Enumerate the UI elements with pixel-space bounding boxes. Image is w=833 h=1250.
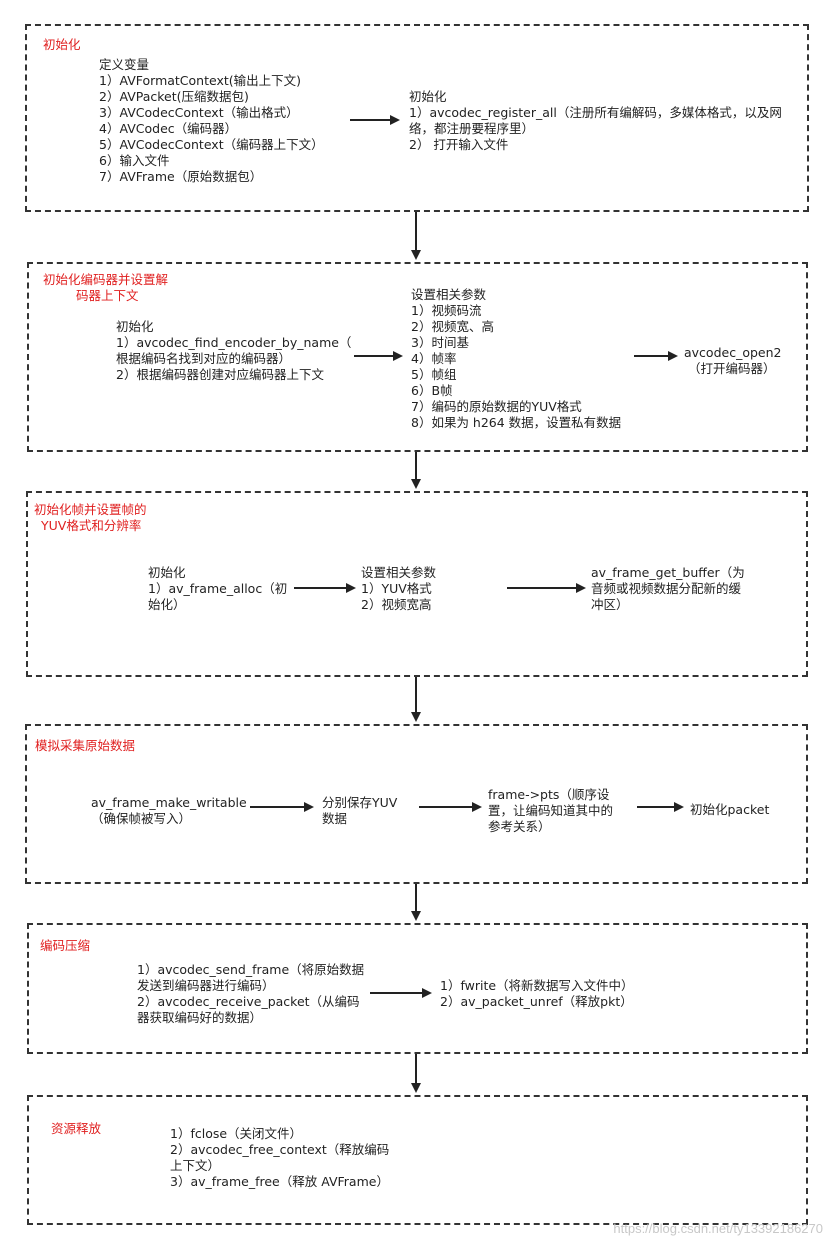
text-line: 上下文）	[170, 1158, 221, 1173]
text-line: 2）avcodec_receive_packet（从编码	[137, 994, 360, 1009]
text-line: 分别保存YUV	[322, 795, 398, 810]
init-register-block: 初始化 1）avcodec_register_all（注册所有编解码，多媒体格式…	[409, 89, 782, 153]
text-line: 数据	[322, 811, 348, 826]
text-line: 2）av_packet_unref（释放pkt）	[440, 994, 633, 1009]
text-line: 参考关系）	[488, 819, 551, 834]
text-line: 6）输入文件	[99, 153, 170, 168]
text-line: 1）视频码流	[411, 303, 482, 318]
send-receive-block: 1）avcodec_send_frame（将原始数据 发送到编码器进行编码） 2…	[137, 962, 364, 1026]
find-encoder-block: 初始化 1）avcodec_find_encoder_by_name（ 根据编码…	[116, 319, 351, 383]
text-line: avcodec_open2	[684, 345, 782, 360]
text-line: 8）如果为 h264 数据，设置私有数据	[411, 415, 622, 430]
text-line: 2）视频宽、高	[411, 319, 494, 334]
section-frame-box	[26, 491, 808, 677]
text-line: 设置相关参数	[411, 287, 487, 302]
title-line: 编码压缩	[40, 938, 91, 953]
text-line: 1）fwrite（将新数据写入文件中）	[440, 978, 634, 993]
text-line: av_frame_get_buffer（为	[591, 565, 745, 580]
section-encoder-box	[27, 262, 808, 452]
text-line: 发送到编码器进行编码）	[137, 978, 275, 993]
text-line: 器获取编码好的数据）	[137, 1010, 263, 1025]
write-file-block: 1）fwrite（将新数据写入文件中） 2）av_packet_unref（释放…	[440, 978, 634, 1010]
text-line: （打开编码器）	[688, 361, 776, 376]
text-line: 2）视频宽高	[361, 597, 432, 612]
frame-params-block: 设置相关参数 1）YUV格式 2）视频宽高	[361, 565, 436, 613]
text-line: 置，让编码知道其中的	[488, 803, 614, 818]
text-line: 初始化	[116, 319, 154, 334]
frame-alloc-block: 初始化 1）av_frame_alloc（初 始化）	[148, 565, 287, 613]
text-line: 初始化	[148, 565, 186, 580]
text-line: 冲区）	[591, 597, 629, 612]
text-line: frame->pts（顺序设	[488, 787, 610, 802]
make-writable-block: av_frame_make_writable （确保帧被写入）	[91, 795, 247, 827]
text-line: 1）fclose（关闭文件）	[170, 1126, 303, 1141]
section-release-box	[27, 1095, 808, 1225]
text-line: 音频或视频数据分配新的缓	[591, 581, 742, 596]
open-encoder-block: avcodec_open2 （打开编码器）	[684, 345, 781, 377]
section-frame-title: 初始化帧并设置帧的 YUV格式和分辨率	[34, 502, 147, 534]
text-line: 6）B帧	[411, 383, 453, 398]
text-line: 7）编码的原始数据的YUV格式	[411, 399, 582, 414]
release-block: 1）fclose（关闭文件） 2）avcodec_free_context（释放…	[170, 1126, 389, 1190]
title-line: 初始化	[43, 37, 81, 52]
section-init-title: 初始化	[43, 37, 81, 53]
text-line: 1）AVFormatContext(输出上下文)	[99, 73, 302, 88]
text-line: 根据编码名找到对应的编码器）	[116, 351, 292, 366]
text-line: 1）avcodec_register_all（注册所有编解码，多媒体格式，以及网	[409, 105, 782, 120]
text-line: 始化）	[148, 597, 186, 612]
text-line: 5）帧组	[411, 367, 457, 382]
text-line: 初始化packet	[690, 802, 770, 817]
text-line: （确保帧被写入）	[91, 811, 192, 826]
save-yuv-block: 分别保存YUV 数据	[322, 795, 397, 827]
text-line: av_frame_make_writable	[91, 795, 247, 810]
text-line: 1）av_frame_alloc（初	[148, 581, 288, 596]
text-line: 3）av_frame_free（释放 AVFrame）	[170, 1174, 389, 1189]
text-line: 2）根据编码器创建对应编码器上下文	[116, 367, 324, 382]
title-line: 资源释放	[51, 1121, 102, 1136]
text-line: 2） 打开输入文件	[409, 137, 509, 152]
section-capture-title: 模拟采集原始数据	[35, 738, 135, 754]
section-encode-box	[27, 923, 808, 1054]
section-release-title: 资源释放	[51, 1121, 101, 1137]
text-line: 3）时间基	[411, 335, 469, 350]
text-line: 1）YUV格式	[361, 581, 432, 596]
title-line: 模拟采集原始数据	[35, 738, 136, 753]
text-line: 设置相关参数	[361, 565, 437, 580]
text-line: 1）avcodec_find_encoder_by_name（	[116, 335, 352, 350]
text-line: 定义变量	[99, 57, 150, 72]
text-line: 4）AVCodec（编码器）	[99, 121, 238, 136]
text-line: 2）AVPacket(压缩数据包)	[99, 89, 249, 104]
section-encoder-title: 初始化编码器并设置解 码器上下文	[43, 272, 168, 304]
text-line: 7）AVFrame（原始数据包）	[99, 169, 263, 184]
text-line: 4）帧率	[411, 351, 457, 366]
title-line: 初始化编码器并设置解	[43, 272, 169, 287]
text-line: 3）AVCodecContext（输出格式）	[99, 105, 299, 120]
text-line: 初始化	[409, 89, 447, 104]
init-packet-block: 初始化packet	[690, 802, 769, 818]
text-line: 2）avcodec_free_context（释放编码	[170, 1142, 390, 1157]
title-line: YUV格式和分辨率	[41, 518, 142, 533]
frame-pts-block: frame->pts（顺序设 置，让编码知道其中的 参考关系）	[488, 787, 613, 835]
watermark: https://blog.csdn.net/ty13392186270	[613, 1221, 823, 1236]
title-line: 码器上下文	[76, 288, 139, 303]
encoder-params-block: 设置相关参数 1）视频码流 2）视频宽、高 3）时间基 4）帧率 5）帧组 6）…	[411, 287, 621, 431]
section-init-box	[25, 24, 809, 212]
section-encode-title: 编码压缩	[40, 938, 90, 954]
text-line: 1）avcodec_send_frame（将原始数据	[137, 962, 365, 977]
text-line: 5）AVCodecContext（编码器上下文）	[99, 137, 324, 152]
frame-buffer-block: av_frame_get_buffer（为 音频或视频数据分配新的缓 冲区）	[591, 565, 745, 613]
section-capture-box	[25, 724, 808, 884]
title-line: 初始化帧并设置帧的	[34, 502, 147, 517]
text-line: 络，都注册要程序里）	[409, 121, 535, 136]
define-variables-block: 定义变量 1）AVFormatContext(输出上下文) 2）AVPacket…	[99, 57, 324, 185]
